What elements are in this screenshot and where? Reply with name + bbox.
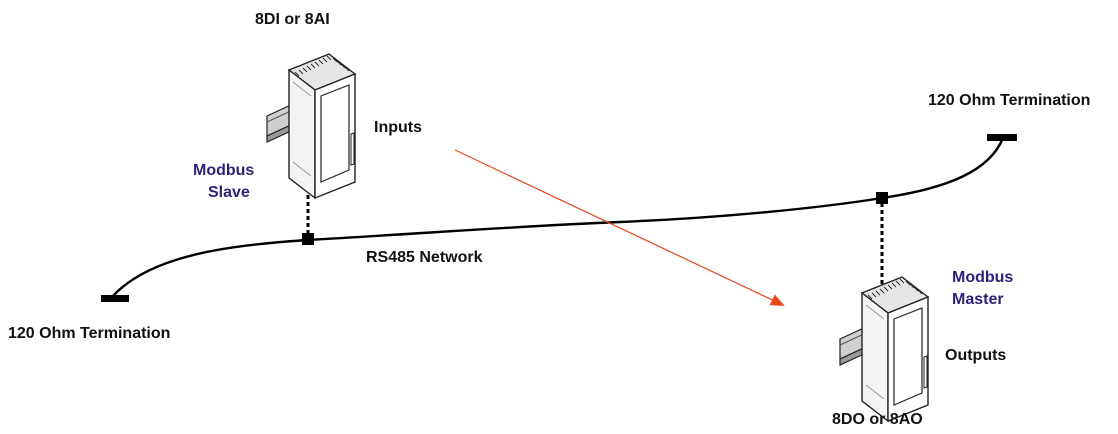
termination-left-label: 120 Ohm Termination (8, 325, 170, 342)
tap-node-icon (302, 233, 314, 245)
termination-right-label: 120 Ohm Termination (928, 92, 1090, 109)
network-label: RS485 Network (366, 249, 483, 266)
master-model-label: 8DO or 8AO (832, 411, 923, 428)
signal-flow-arrow (454, 149, 785, 306)
termination-resistor-icon (101, 295, 129, 302)
slave-role-line2: Slave (208, 184, 250, 201)
slave-io-label: Inputs (374, 119, 422, 136)
tap-node-icon (876, 192, 888, 204)
master-io-label: Outputs (945, 347, 1006, 364)
termination-resistor-icon (987, 134, 1017, 141)
rs485-cable (111, 137, 1005, 298)
io-module-icon (266, 53, 356, 199)
master-role-line2: Master (952, 291, 1004, 308)
master-role-line1: Modbus (952, 269, 1013, 286)
slave-role-line1: Modbus (193, 162, 254, 179)
io-module-icon (839, 276, 929, 422)
slave-model-label: 8DI or 8AI (255, 11, 330, 28)
